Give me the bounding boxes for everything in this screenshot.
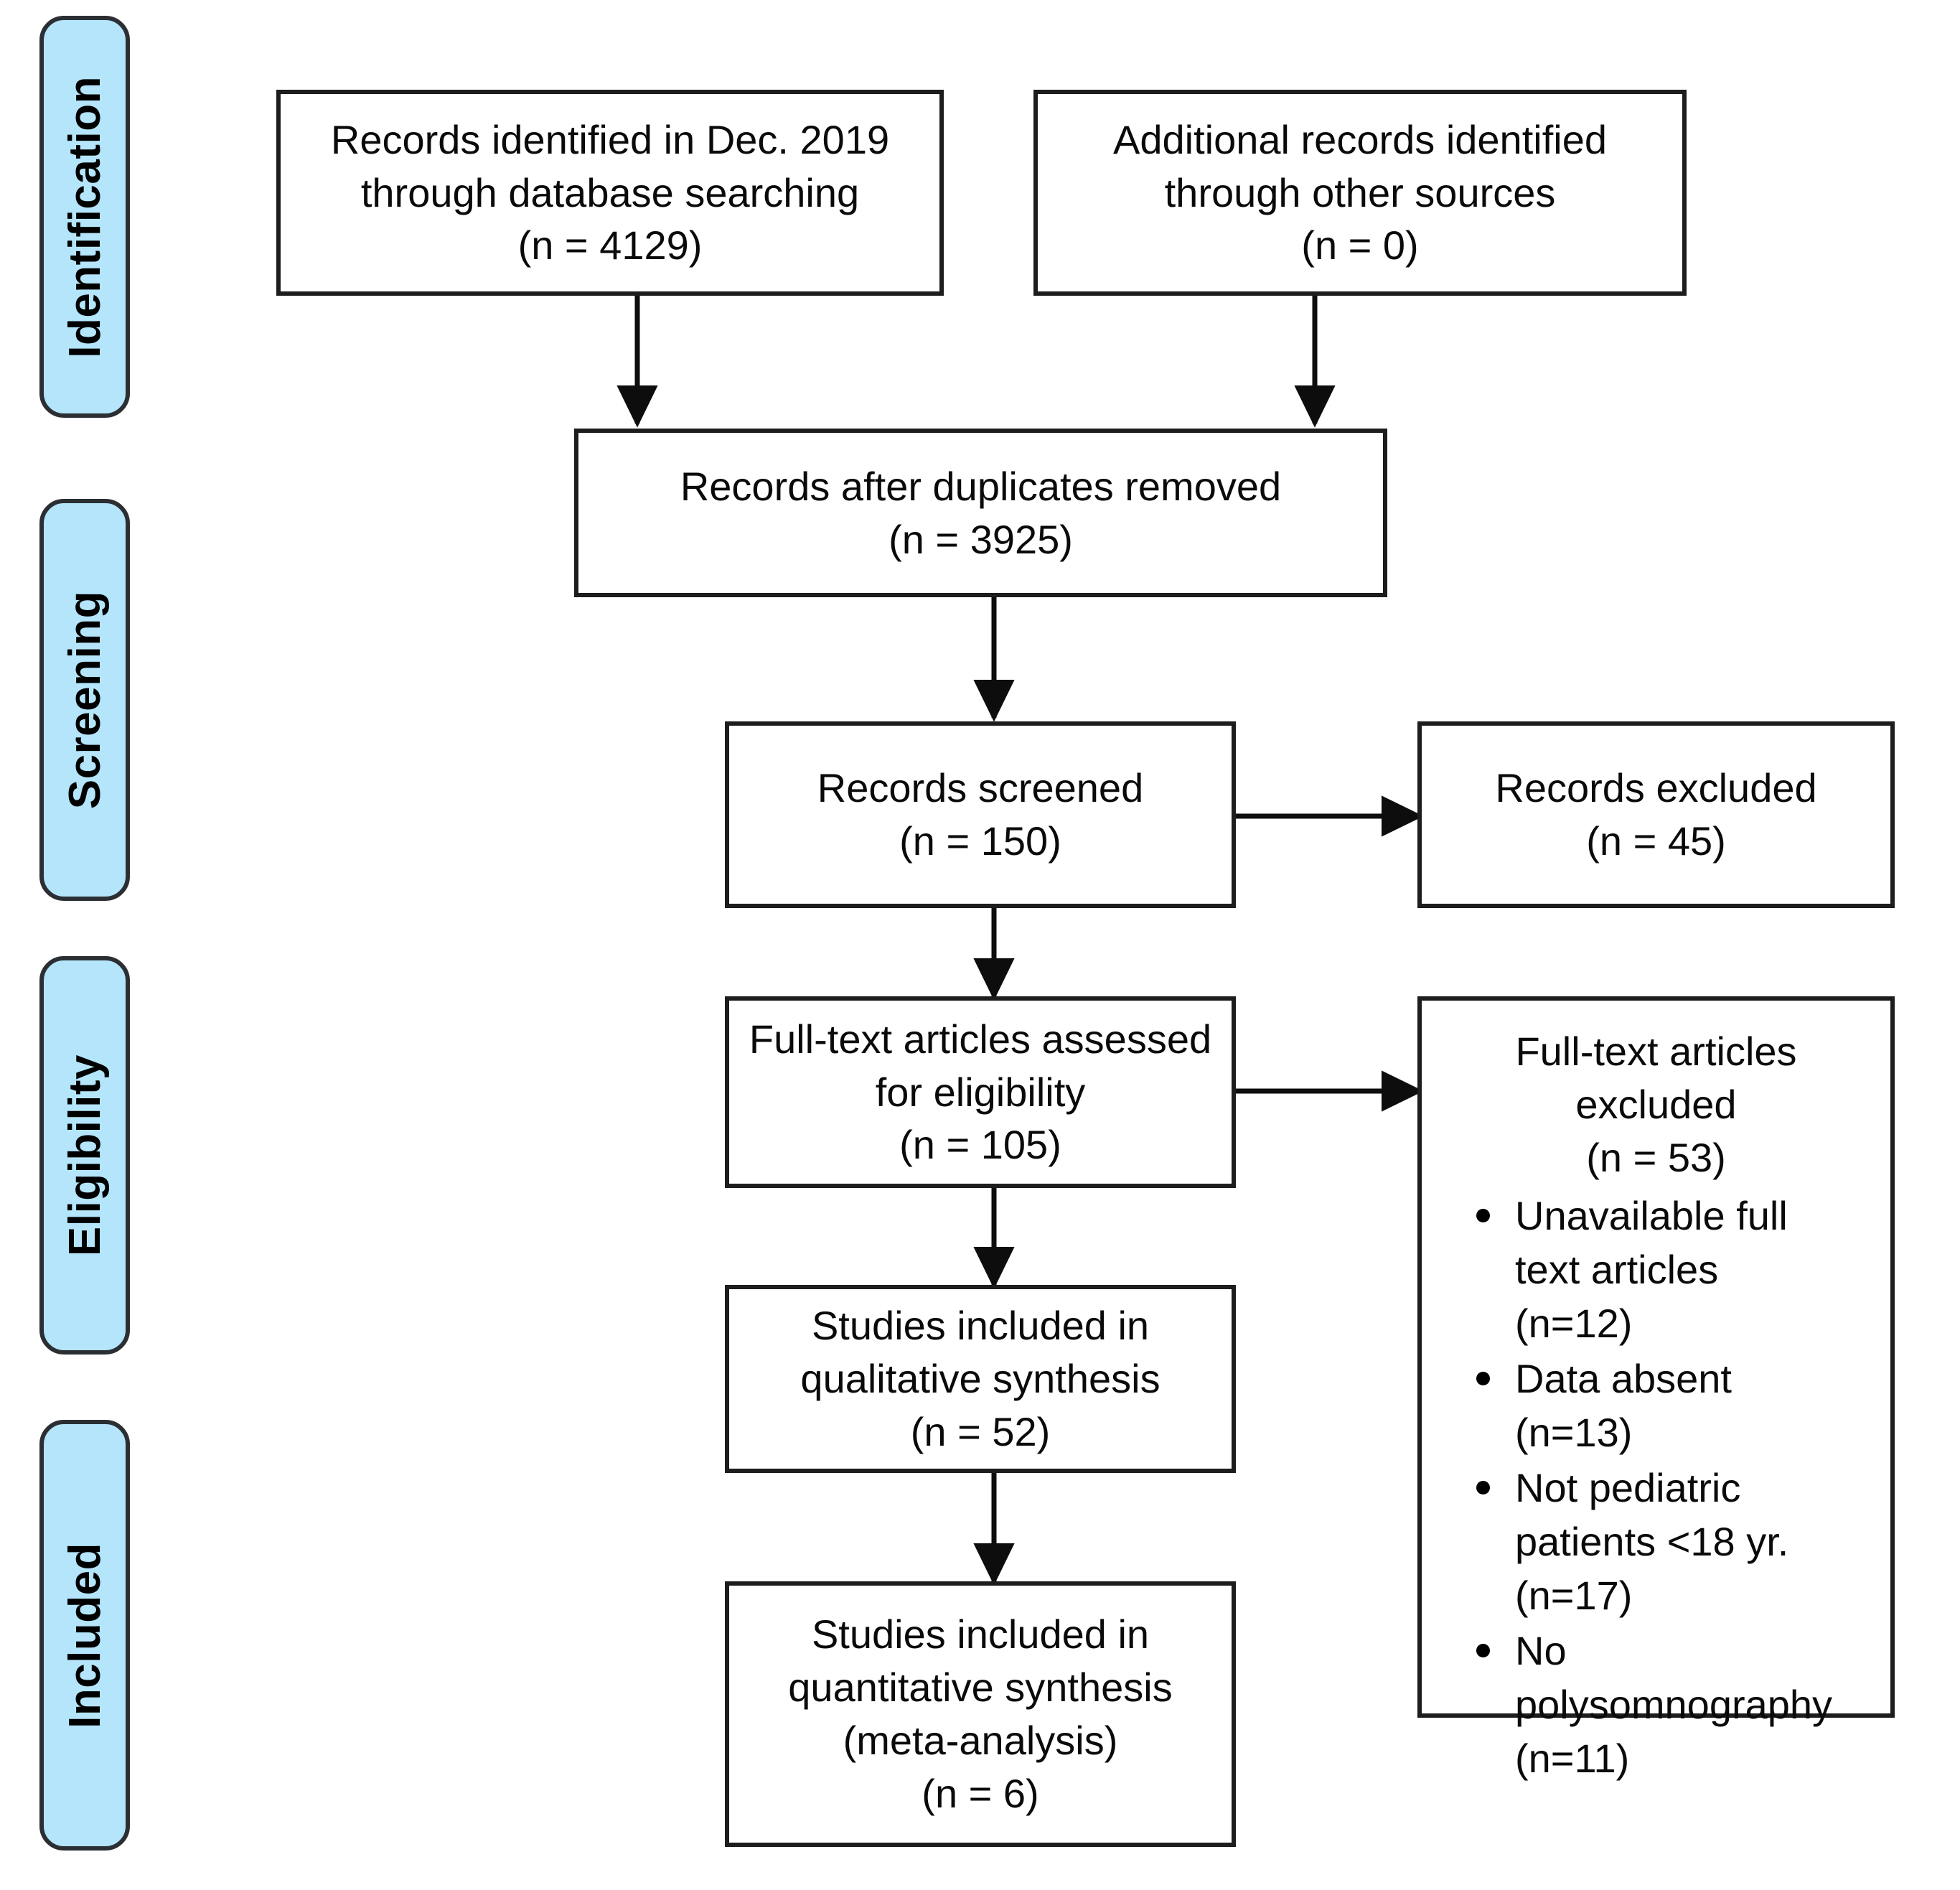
node-additional-records-line2: through other sources (1164, 169, 1556, 215)
node-quantitative-synthesis-line2: quantitative synthesis (788, 1665, 1173, 1711)
bullet-dot-icon (1476, 1480, 1490, 1494)
node-fulltext-excluded-header1: Full-text articles excluded (1515, 1029, 1797, 1127)
stage-label-eligibility-text: Eligibility (60, 1054, 110, 1257)
exclusion-reason-3: Not pediatric patients <18 yr. (n=17) (1515, 1464, 1789, 1618)
stage-label-included: Included (39, 1420, 130, 1851)
node-fulltext-assessed: Full-text articles assessed for eligibil… (725, 996, 1236, 1188)
node-records-screened-line2: (n = 150) (899, 818, 1061, 864)
node-quantitative-synthesis-line3: (meta-analysis) (843, 1718, 1118, 1763)
stage-label-identification: Identification (39, 16, 130, 418)
node-additional-records-line1: Additional records identified (1113, 116, 1607, 162)
node-fulltext-assessed-line3: (n = 105) (899, 1122, 1061, 1168)
node-records-identified-line1: Records identified in Dec. 2019 (330, 116, 890, 162)
node-qualitative-synthesis-line3: (n = 52) (910, 1408, 1051, 1454)
node-qualitative-synthesis-line1: Studies included in (811, 1303, 1150, 1349)
node-duplicates-removed: Records after duplicates removed (n = 39… (574, 429, 1387, 597)
list-item: Unavailable full text articles (n=12) (1435, 1189, 1877, 1350)
node-records-screened: Records screened (n = 150) (725, 721, 1236, 908)
list-item: Data absent (n=13) (1435, 1352, 1877, 1459)
stage-label-included-text: Included (60, 1542, 110, 1728)
bullet-dot-icon (1476, 1208, 1490, 1222)
node-additional-records-line3: (n = 0) (1301, 223, 1419, 268)
node-fulltext-assessed-line2: for eligibility (875, 1069, 1086, 1115)
stage-label-eligibility: Eligibility (39, 956, 130, 1355)
node-quantitative-synthesis-line4: (n = 6) (922, 1770, 1039, 1816)
node-qualitative-synthesis-line2: qualitative synthesis (800, 1356, 1160, 1402)
node-records-screened-line1: Records screened (817, 765, 1144, 811)
stage-label-screening: Screening (39, 499, 130, 901)
bullet-dot-icon (1476, 1643, 1490, 1657)
node-additional-records: Additional records identified through ot… (1033, 90, 1687, 296)
node-duplicates-removed-line1: Records after duplicates removed (680, 463, 1282, 509)
exclusion-reason-1: Unavailable full text articles (n=12) (1515, 1192, 1788, 1346)
node-fulltext-excluded: Full-text articles excluded (n = 53) Una… (1417, 996, 1895, 1781)
stage-label-identification-text: Identification (60, 75, 110, 358)
node-records-identified: Records identified in Dec. 2019 through … (276, 90, 944, 296)
node-fulltext-excluded-header2: (n = 53) (1586, 1134, 1726, 1180)
bullet-dot-icon (1476, 1371, 1490, 1385)
node-records-excluded-line2: (n = 45) (1586, 818, 1726, 864)
list-item: Not pediatric patients <18 yr. (n=17) (1435, 1461, 1877, 1622)
list-item: No polysomnography (n=11) (1435, 1624, 1877, 1785)
node-records-identified-line2: through database searching (360, 169, 860, 215)
node-duplicates-removed-line2: (n = 3925) (888, 516, 1073, 562)
node-qualitative-synthesis: Studies included in qualitative synthesi… (725, 1285, 1236, 1473)
node-fulltext-assessed-line1: Full-text articles assessed (749, 1016, 1212, 1062)
node-records-excluded: Records excluded (n = 45) (1417, 721, 1895, 908)
exclusion-reason-4: No polysomnography (n=11) (1515, 1627, 1833, 1782)
node-quantitative-synthesis: Studies included in quantitative synthes… (725, 1581, 1236, 1847)
exclusion-reason-2: Data absent (n=13) (1515, 1355, 1732, 1455)
node-quantitative-synthesis-line1: Studies included in (811, 1611, 1150, 1657)
node-records-identified-line3: (n = 4129) (517, 223, 703, 268)
node-records-excluded-line1: Records excluded (1495, 765, 1817, 811)
stage-label-screening-text: Screening (60, 590, 110, 810)
exclusion-reason-list: Unavailable full text articles (n=12) Da… (1435, 1189, 1877, 1787)
